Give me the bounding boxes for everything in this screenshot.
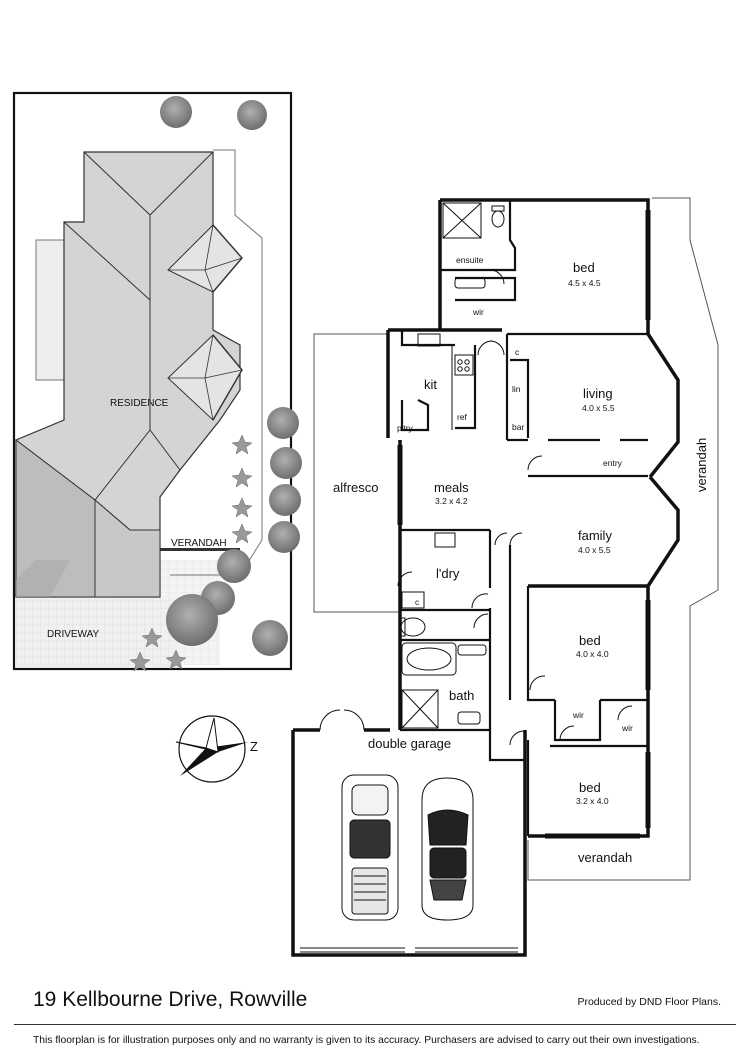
room-living: living	[583, 386, 613, 401]
room-c-2: c	[415, 597, 420, 607]
shrubs	[129, 434, 253, 672]
trees	[160, 96, 302, 656]
room-family-size: 4.0 x 5.5	[578, 545, 611, 555]
room-lin: lin	[512, 384, 521, 394]
room-bed-2: bed	[579, 633, 601, 648]
bath-fixtures	[399, 617, 487, 729]
site-plan: RESIDENCE VERANDAH DRIVEWAY	[12, 91, 302, 672]
room-verandah-south: verandah	[578, 850, 632, 865]
compass-icon: Z	[175, 715, 258, 783]
residence-label: RESIDENCE	[110, 398, 169, 409]
room-family: family	[578, 528, 612, 543]
room-c-1: c	[515, 347, 520, 357]
room-wir-3: wir	[621, 723, 633, 733]
car-suv-icon	[341, 774, 399, 921]
site-verandah-label: VERANDAH	[171, 538, 227, 549]
laundry-fixtures	[401, 532, 456, 609]
room-verandah-east: verandah	[694, 438, 709, 492]
room-wir-1: wir	[472, 307, 484, 317]
room-bed-2-size: 4.0 x 4.0	[576, 649, 609, 659]
room-pantry: p'try	[397, 423, 414, 433]
disclaimer-text: This floorplan is for illustration purpo…	[33, 1035, 700, 1046]
producer-credit: Produced by DND Floor Plans.	[577, 996, 721, 1008]
room-ref: ref	[457, 412, 468, 422]
room-ensuite: ensuite	[456, 255, 484, 265]
room-bed-3: bed	[579, 780, 601, 795]
property-address: 19 Kellbourne Drive, Rowville	[33, 988, 308, 1011]
room-living-size: 4.0 x 5.5	[582, 403, 615, 413]
driveway-label: DRIVEWAY	[47, 629, 100, 640]
doors	[319, 269, 633, 746]
room-meals: meals	[434, 480, 469, 495]
ensuite-fixtures	[442, 202, 505, 289]
room-bed-3-size: 3.2 x 4.0	[576, 796, 609, 806]
room-bath: bath	[449, 688, 474, 703]
room-wir-2: wir	[572, 710, 584, 720]
room-laundry: l'dry	[436, 566, 460, 581]
house-plan: bed 4.5 x 4.5 ensuite wir living 4.0 x 5…	[291, 197, 719, 957]
room-bed-1-size: 4.5 x 4.5	[568, 278, 601, 288]
room-meals-size: 3.2 x 4.2	[435, 496, 468, 506]
room-kit: kit	[424, 377, 437, 392]
room-bar: bar	[512, 422, 524, 432]
hip-roof-2	[167, 334, 243, 421]
windows	[300, 210, 651, 953]
hip-roof-1	[167, 224, 243, 293]
kitchen-fixtures	[417, 333, 474, 430]
room-entry: entry	[603, 458, 623, 468]
compass-north-letter: Z	[250, 739, 258, 754]
footer-divider	[14, 1024, 736, 1025]
room-bed-1: bed	[573, 260, 595, 275]
car-sedan-icon	[421, 777, 474, 921]
room-double-garage: double garage	[368, 736, 451, 751]
room-alfresco: alfresco	[333, 480, 379, 495]
